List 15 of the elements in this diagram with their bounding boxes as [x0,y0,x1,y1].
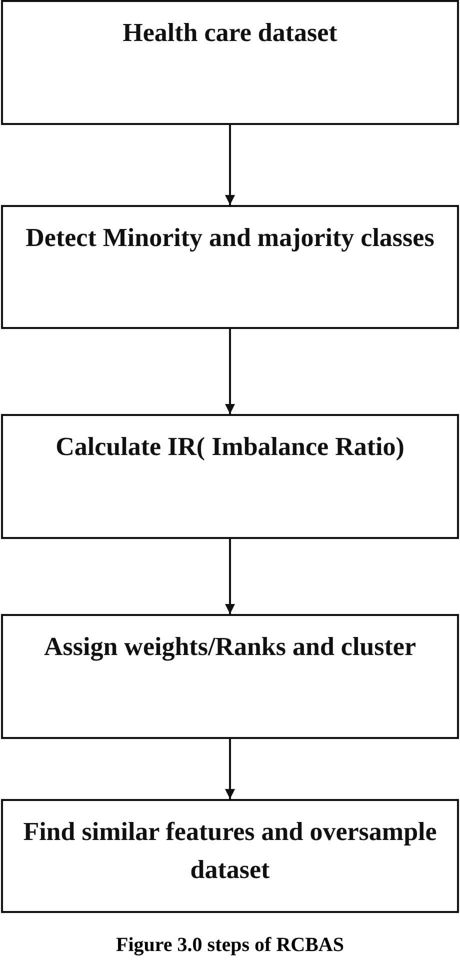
process-box [1,614,459,739]
process-box [1,205,459,329]
step-text: Find similar features and oversample dataset [22,816,438,886]
step-text: Assign weights/Ranks and cluster [42,631,417,663]
arrow [225,739,235,799]
figure-caption: Figure 3.0 steps of RCBAS [115,934,345,957]
arrow [225,329,235,414]
process-box [1,414,459,539]
step-text: Health care dataset [122,17,338,49]
step-text: Calculate IR( Imbalance Ratio) [54,431,406,463]
process-box [1,0,459,125]
arrow [225,125,235,205]
step-text: Detect Minority and majority classes [24,222,436,254]
process-box [1,799,459,913]
arrow [225,539,235,614]
